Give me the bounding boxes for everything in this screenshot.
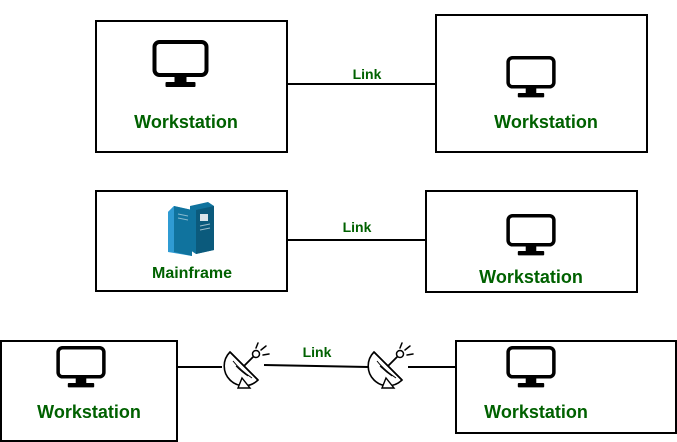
- node-workstation[interactable]: Workstation: [425, 190, 638, 293]
- node-workstation[interactable]: Workstation: [95, 20, 288, 153]
- node-label: Workstation: [479, 267, 583, 287]
- satellite-dish-icon: [223, 342, 270, 389]
- mainframe-icon: [167, 201, 215, 256]
- node-mainframe[interactable]: Mainframe: [95, 190, 288, 292]
- node-workstation[interactable]: Workstation: [0, 340, 178, 442]
- node-label: Workstation: [134, 112, 238, 132]
- node-workstation[interactable]: Workstation: [455, 340, 677, 434]
- link-label: Link: [353, 66, 382, 82]
- link-line: [263, 364, 369, 368]
- link-label: Link: [303, 344, 332, 360]
- node-workstation[interactable]: Workstation: [435, 14, 648, 153]
- node-label: Workstation: [37, 402, 141, 422]
- node-label: Mainframe: [152, 265, 232, 282]
- node-label: Workstation: [494, 112, 598, 132]
- satellite-dish-icon: [367, 342, 414, 389]
- link-label: Link: [343, 219, 372, 235]
- node-label: Workstation: [484, 402, 588, 422]
